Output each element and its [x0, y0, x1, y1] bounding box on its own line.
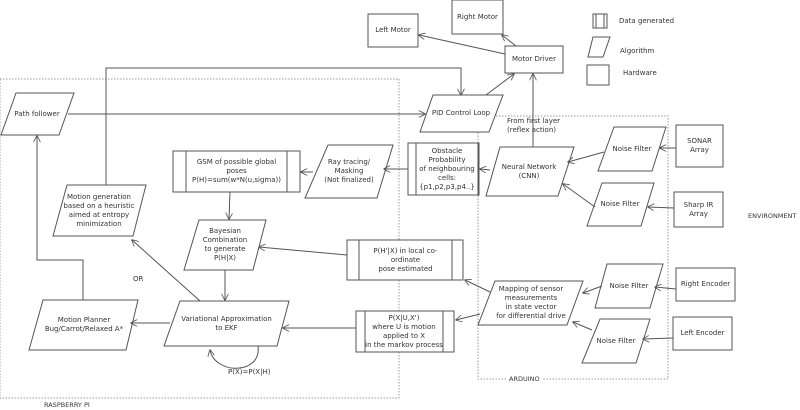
motion-planner-shape: [28, 299, 139, 351]
edge-variational-to-motion-gen: [132, 240, 201, 302]
ray-tracing-label: Ray tracing/ Masking (Not finalized): [324, 158, 374, 184]
legend-data-generated-icon: [592, 13, 608, 29]
local-pose-data-node: [346, 239, 464, 281]
right-motor-label: Right Motor: [457, 12, 498, 21]
noise-filter-left-enc-shape: [581, 318, 651, 364]
noise-filter-sonar-shape: [597, 126, 667, 172]
legend-hardware-icon: [586, 64, 610, 86]
bayesian-combination-shape: [183, 219, 267, 271]
left-motor-box: [367, 13, 419, 48]
raspberry-pi-zone: [0, 78, 400, 399]
local-pose-label: P(H'|X) in local co-ordinate pose estima…: [373, 246, 438, 273]
edge-local-pose-to-bayesian: [259, 247, 348, 256]
motion-planner-label: Motion Planner Bug/Carrot/Relaxed A*: [44, 316, 124, 333]
ray-tracing-shape: [304, 144, 394, 199]
edge-driver-to-left-motor: [419, 35, 506, 55]
pid-control-loop-label: PID Control Loop: [431, 109, 491, 117]
left-encoder-box: [672, 316, 733, 351]
right-encoder-label: Right Encoder: [680, 280, 731, 288]
edge-left-enc-to-noise-filter: [643, 338, 674, 339]
neural-network-label: Neural Network (CNN): [501, 162, 557, 180]
legend-data-generated-label: Data generated: [619, 17, 675, 25]
markov-data-node: [355, 310, 455, 353]
markov-label: P(X|U,X') where U is motion applied to X…: [365, 313, 443, 349]
noise-filter-right-enc-shape: [594, 263, 664, 309]
legend-algorithm-label: Algorithm: [620, 47, 655, 55]
neural-network-shape: [485, 146, 575, 197]
right-encoder-box: [675, 267, 736, 302]
right-motor-box: [451, 0, 504, 35]
sharp-ir-array-label: Sharp IR Array: [683, 200, 714, 218]
gsm-label: GSM of possible global poses P(H)=sum(w*…: [192, 158, 281, 184]
arduino-label: ARDUINO: [507, 375, 542, 384]
edge-motion-planner-to-path-follower: [37, 136, 84, 300]
sharp-ir-array-box: [673, 191, 724, 228]
edge-pid-to-driver: [485, 74, 514, 96]
mapping-sensor-shape: [477, 280, 584, 326]
edge-ir-to-noise-filter: [648, 207, 675, 208]
edge-variational-self-loop: [210, 345, 259, 369]
edge-nn-to-obstacle: [480, 169, 491, 170]
noise-filter-ir-label: Noise Filter: [600, 200, 640, 208]
obstacle-probability-label: Obstacle Probability of neighbouring cel…: [419, 146, 475, 191]
motion-generation-label: Motion generation based on a heuristic a…: [63, 192, 135, 228]
edge-mapping-to-local-pose: [465, 280, 491, 293]
sonar-array-label: SONAR Array: [687, 137, 712, 154]
noise-filter-right-enc-label: Noise Filter: [609, 281, 649, 290]
edge-noise-filter-to-nn-1: [568, 151, 605, 162]
reflex-annotation: From first layer (reflex action): [507, 117, 561, 134]
motor-driver-label: Motor Driver: [512, 55, 556, 63]
edge-noise-filter-to-mapping-1: [583, 285, 603, 293]
edge-gsm-to-bayesian: [229, 191, 230, 219]
environment-label: ENVIRONMENT: [748, 212, 797, 220]
legend-algorithm-icon: [587, 36, 611, 58]
noise-filter-sonar-label: Noise Filter: [612, 144, 652, 153]
or-annotation: OR: [133, 275, 144, 283]
pid-control-loop-shape: [419, 94, 504, 133]
edge-noise-filter-to-mapping-2: [573, 322, 593, 331]
variational-approx-label: Variational Approximation to EKF: [181, 314, 272, 332]
motion-generation-shape: [52, 184, 147, 237]
sonar-array-box: [675, 124, 724, 168]
noise-filter-ir-shape: [586, 182, 655, 227]
raspberry-pi-label: RASPBERRY PI: [44, 401, 90, 409]
bayesian-combination-label: Bayesian Combination to generate P(H|X): [202, 227, 248, 262]
noise-filter-left-enc-label: Noise Filter: [596, 336, 636, 345]
mapping-sensor-label: Mapping of sensor measurements in state …: [496, 285, 566, 320]
gsm-data-node: [172, 150, 301, 193]
path-follower-label: Path follower: [14, 109, 60, 118]
left-motor-label: Left Motor: [375, 26, 411, 34]
variational-approx-shape: [163, 300, 290, 347]
path-follower-shape: [0, 92, 75, 136]
edge-mapping-to-markov: [456, 313, 481, 320]
edge-right-enc-to-noise-filter: [655, 287, 677, 289]
edge-noise-filter-to-nn-2: [563, 184, 596, 208]
edge-motion-gen-to-pid: [105, 67, 461, 185]
legend-hardware-label: Hardware: [623, 69, 657, 77]
motor-driver-box: [504, 45, 564, 74]
arduino-zone: [477, 115, 669, 380]
left-encoder-label: Left Encoder: [680, 329, 725, 337]
obstacle-probability-data-node: [407, 142, 480, 196]
edge-driver-to-right-motor: [502, 35, 517, 47]
self-loop-annotation: P(X)=P(X|H): [228, 368, 271, 376]
